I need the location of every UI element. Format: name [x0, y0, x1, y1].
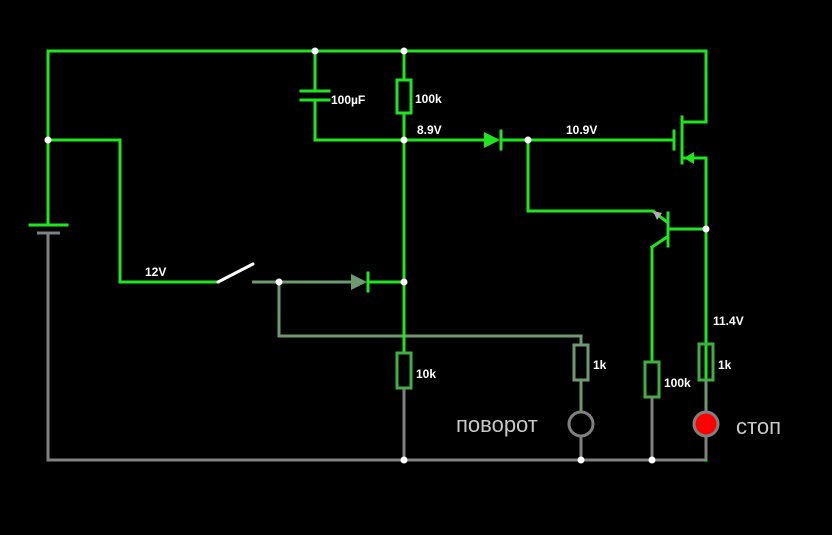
wire-to-turn-lamp: [277, 282, 583, 345]
transistor-collector: [649, 234, 670, 250]
wire-to-switch: [46, 138, 220, 284]
node: [400, 278, 408, 286]
transistor-arrow: [653, 211, 662, 220]
resistor-100k-top: [395, 78, 413, 115]
switch[interactable]: [216, 262, 255, 284]
label-resistor-base: 100k: [664, 376, 691, 390]
label-voltage-12: 12V: [145, 265, 166, 279]
wire-capacitor: [313, 49, 406, 142]
label-resistor-stop: 1k: [718, 358, 732, 372]
label-lamp-turn: поворот: [456, 412, 538, 437]
wire-ground-left: [46, 233, 706, 462]
node: [577, 456, 585, 464]
node: [275, 278, 283, 286]
node: [400, 136, 408, 144]
label-voltage-8-9: 8.9V: [417, 123, 442, 137]
node: [702, 225, 710, 233]
diode-upper: [484, 132, 500, 148]
node: [400, 456, 408, 464]
node: [400, 47, 408, 55]
label-voltage-10-9: 10.9V: [566, 123, 597, 137]
junction-nodes: [44, 47, 710, 464]
label-resistor-turn: 1k: [593, 358, 607, 372]
node: [44, 136, 52, 144]
lamp-stop: [692, 410, 720, 438]
node: [524, 136, 532, 144]
wire-top-rail: [46, 49, 708, 124]
label-resistor-10k: 10k: [416, 367, 436, 381]
label-capacitor: 100µF: [331, 93, 365, 107]
diode-lower: [351, 274, 367, 290]
resistor-100k-base: [643, 360, 661, 399]
label-voltage-11-4: 11.4V: [713, 314, 744, 328]
resistor-10k: [395, 351, 413, 390]
lamp-turn: [567, 410, 595, 438]
label-resistor-top: 100k: [415, 92, 442, 106]
resistor-1k-turn: [572, 343, 590, 382]
wire-to-transistor: [526, 138, 655, 213]
mosfet-arrow: [684, 152, 694, 164]
label-lamp-stop: стоп: [736, 414, 781, 439]
node: [311, 47, 319, 55]
node: [648, 456, 656, 464]
